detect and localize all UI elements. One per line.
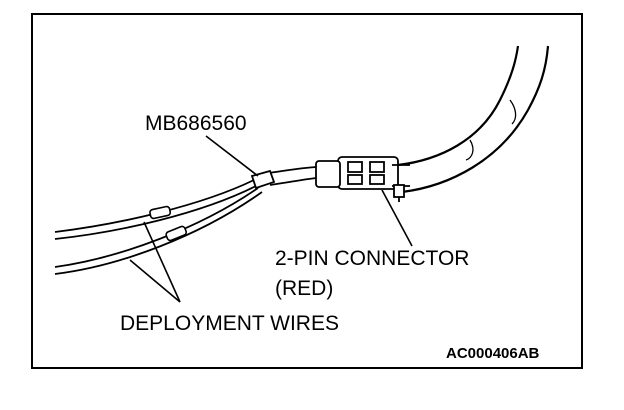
connector-color-label: (RED) xyxy=(275,277,334,300)
tool-number-label: MB686560 xyxy=(145,112,247,135)
wire-sleeves xyxy=(149,205,188,242)
connector-label: 2-PIN CONNECTOR xyxy=(275,247,470,270)
diagram-frame xyxy=(31,13,583,369)
harness-tube xyxy=(397,45,550,194)
deployment-wires-label: DEPLOYMENT WIRES xyxy=(120,312,339,335)
two-pin-connector xyxy=(315,156,410,202)
leader-lines xyxy=(129,135,413,303)
connector-wires xyxy=(267,166,317,186)
deployment-wires xyxy=(54,179,263,275)
figure-code: AC000406AB xyxy=(446,345,540,362)
